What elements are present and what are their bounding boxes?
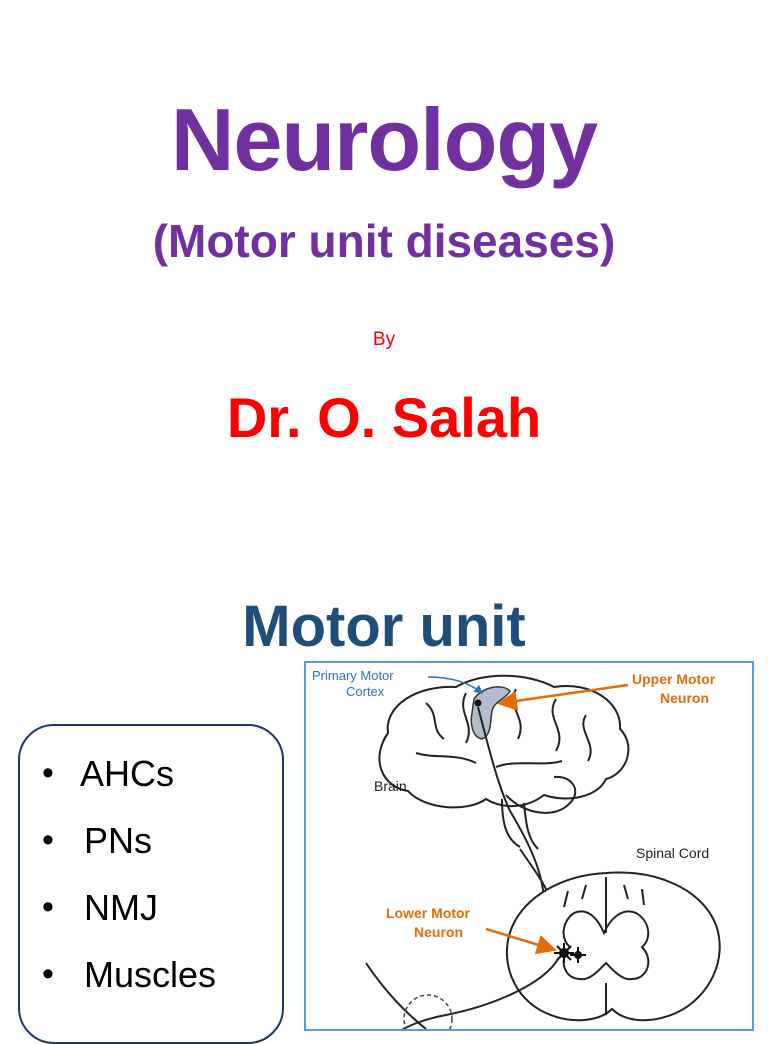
label-upper-neuron: Neuron bbox=[660, 690, 709, 706]
section-title: Motor unit bbox=[242, 594, 526, 659]
label-spinal-cord: Spinal Cord bbox=[636, 845, 709, 861]
list-item: • AHCs bbox=[42, 756, 216, 823]
label-upper-motor: Upper Motor bbox=[632, 671, 716, 687]
list-item: • Muscles bbox=[42, 957, 216, 1024]
spinal-cord-illustration bbox=[505, 871, 721, 1022]
bullet-text: PNs bbox=[84, 820, 153, 861]
slide-subtitle: (Motor unit diseases) bbox=[152, 215, 616, 267]
label-brain: Brain bbox=[374, 778, 407, 794]
bullet-icon: • bbox=[42, 821, 54, 859]
lower-motor-arrow bbox=[485, 927, 557, 955]
by-label: By bbox=[372, 329, 396, 350]
author-name: Dr. O. Salah bbox=[226, 386, 542, 449]
bullet-text: Muscles bbox=[84, 954, 217, 995]
label-lower-neuron: Neuron bbox=[414, 924, 463, 940]
bullet-icon: • bbox=[42, 754, 54, 792]
upper-motor-arrow bbox=[497, 683, 629, 711]
nmj-highlight-circle bbox=[403, 994, 453, 1029]
list-item: • NMJ bbox=[42, 890, 216, 957]
bullet-icon: • bbox=[42, 888, 54, 926]
primary-motor-arrow bbox=[427, 676, 484, 694]
slide-title: Neurology bbox=[170, 90, 598, 189]
label-cortex: Cortex bbox=[346, 684, 385, 699]
bullet-box: • AHCs • PNs • NMJ • Muscles bbox=[18, 724, 284, 1044]
label-primary-motor: Primary Motor bbox=[312, 668, 394, 683]
list-item: • PNs bbox=[42, 823, 216, 890]
motor-pathway-diagram: Primary Motor Cortex Upper Motor Neuron … bbox=[304, 661, 754, 1031]
bullet-text: AHCs bbox=[80, 753, 175, 794]
label-lower-motor: Lower Motor bbox=[386, 905, 471, 921]
bullet-text: NMJ bbox=[84, 887, 158, 928]
bullet-icon: • bbox=[42, 955, 54, 993]
motor-pathway-svg: Primary Motor Cortex Upper Motor Neuron … bbox=[312, 668, 721, 1029]
lower-neuron-cells bbox=[554, 943, 586, 963]
bullet-list: • AHCs • PNs • NMJ • Muscles bbox=[42, 756, 216, 1024]
brain-illustration bbox=[378, 674, 630, 850]
upper-neuron-cell bbox=[474, 699, 482, 707]
